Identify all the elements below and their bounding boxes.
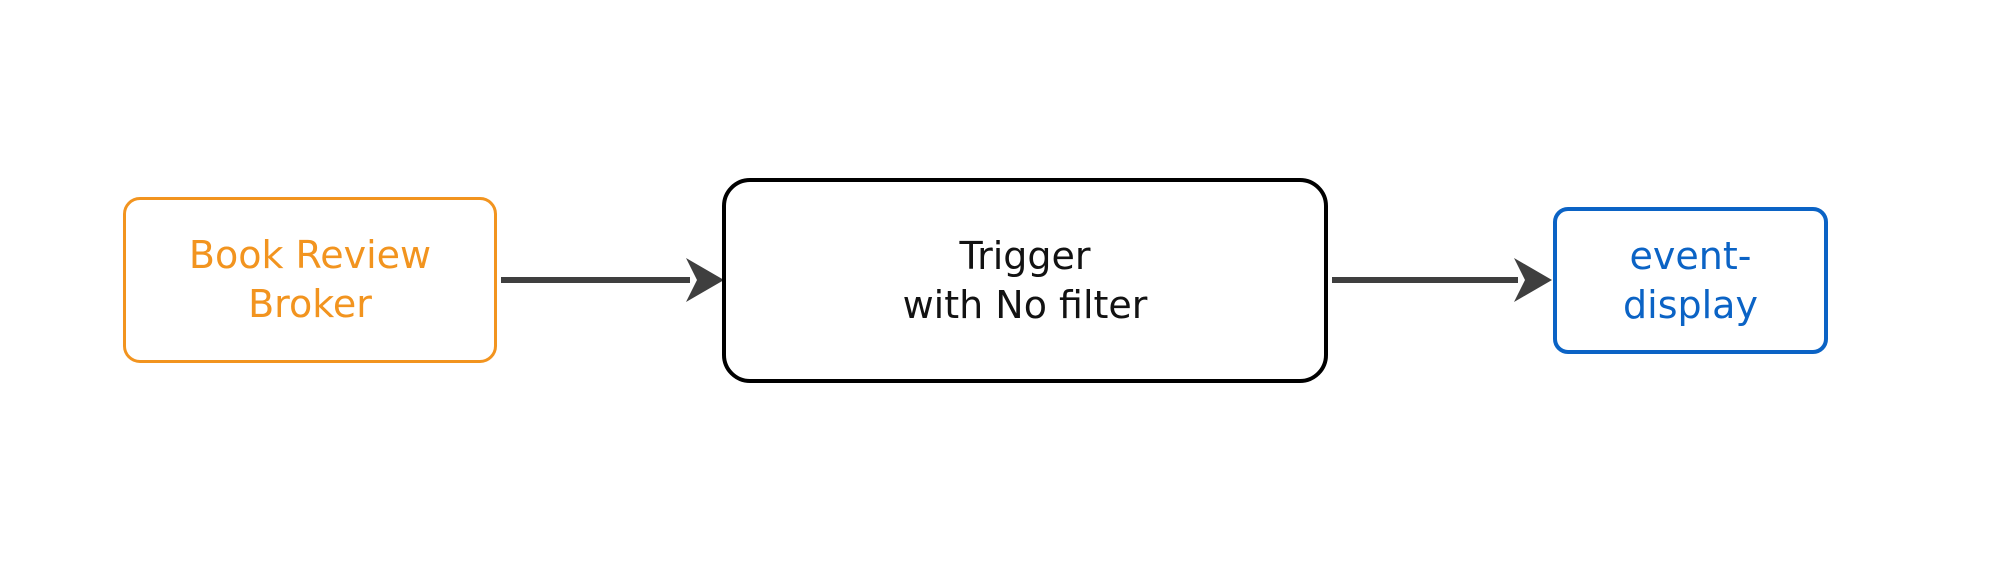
node-broker-label: Book Review Broker [188,233,432,326]
edge-trigger-to-event-display [1332,258,1552,302]
node-event-display-label: event-display [1623,233,1758,327]
node-event-display[interactable]: event-display [1553,207,1828,354]
node-trigger[interactable]: Trigger with No filter [722,178,1328,383]
node-book-review-broker[interactable]: Book Review Broker [123,197,497,363]
edge-broker-to-trigger [501,258,724,302]
node-trigger-label: Trigger with No filter [902,233,1148,327]
